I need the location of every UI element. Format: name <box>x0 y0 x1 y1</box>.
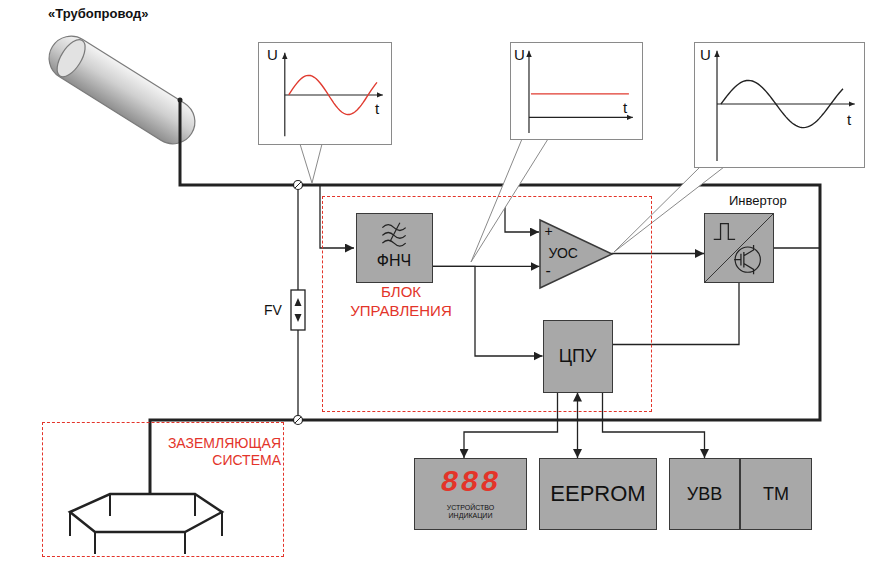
symbol <box>705 214 773 282</box>
region-title: БЛОК УПРАВЛЕНИЯ <box>345 283 457 321</box>
pulse-symbol <box>714 224 735 240</box>
display-box: 888УСТРОЙСТВО ИНДИКАЦИИ <box>414 458 527 530</box>
block-name: УВВ <box>687 484 722 505</box>
io-box: УВВ <box>669 458 740 530</box>
symbol <box>259 43 391 144</box>
amplifier-triangle: + УОС- <box>540 220 612 288</box>
block-name: ЦПУ <box>559 346 597 367</box>
axis <box>529 117 633 118</box>
axis-label: U <box>514 46 525 63</box>
inverter-box: Инвертор <box>704 213 774 283</box>
callout-tail <box>300 144 322 183</box>
axis <box>716 51 717 161</box>
control-unit-region: БЛОК УПРАВЛЕНИЯ ФНЧ + УОС- ЦПУ <box>322 196 652 412</box>
filter-symbol <box>382 240 405 246</box>
drawing-part <box>52 35 91 81</box>
block-name: ФНЧ <box>377 252 411 270</box>
input-sign: - <box>546 262 551 280</box>
block-name: УСТРОЙСТВО ИНДИКАЦИИ <box>434 504 508 520</box>
waveform-callout: Ut <box>510 42 643 140</box>
waveform <box>289 75 377 114</box>
display-digits: 888 <box>440 468 500 498</box>
region-title: ЗАЗЕМЛЯЮЩАЯ СИСТЕМА <box>156 435 281 469</box>
axis-label: U <box>267 46 278 63</box>
signal-connector <box>464 393 558 459</box>
waveform <box>531 93 629 94</box>
drawing-part <box>294 181 303 190</box>
drawing-part <box>295 417 301 423</box>
axis-label: U <box>700 46 711 63</box>
signal-connector <box>612 253 705 254</box>
signal-connector <box>603 393 705 459</box>
cpu-box: ЦПУ <box>543 320 613 393</box>
axis-label: t <box>623 99 627 116</box>
sense-wire <box>320 185 354 248</box>
amplifier-shape <box>540 220 612 288</box>
symbol <box>511 43 642 139</box>
block-name: УОС <box>549 245 578 261</box>
block-name: EEPROM <box>550 481 645 507</box>
filter-symbol <box>390 222 400 240</box>
waveform <box>721 80 843 127</box>
memory-box: EEPROM <box>539 458 657 530</box>
telemetry-box: ТМ <box>740 458 812 530</box>
signal-connector <box>613 283 740 345</box>
signal-connector <box>577 393 578 459</box>
component-label: FV <box>264 302 282 318</box>
drawing-part <box>294 416 303 425</box>
drawing-part <box>70 494 222 554</box>
pipeline-label: «Трубопровод» <box>48 6 148 21</box>
axis <box>717 103 855 104</box>
drawing-part <box>70 494 222 532</box>
inverter-output-wire <box>774 247 820 249</box>
axis-label: t <box>847 111 851 128</box>
symbol <box>695 43 864 167</box>
input-sign: + <box>545 223 553 239</box>
surge-arrester-arrow <box>295 314 302 322</box>
surge-arrester-arrow <box>295 298 302 306</box>
callout-tail <box>471 139 548 262</box>
block-name: ТМ <box>763 484 789 505</box>
axis-label: t <box>375 100 379 117</box>
transistor-symbol <box>734 245 753 274</box>
waveform-callout: Ut <box>258 42 392 145</box>
surge-arrester <box>291 290 305 330</box>
symbol <box>357 214 432 282</box>
drawing-part <box>295 182 301 188</box>
inverter-symbol <box>705 214 773 282</box>
filter-box: ФНЧ <box>356 213 433 283</box>
block-heading: Инвертор <box>729 193 787 208</box>
grounding-region: ЗАЗЕМЛЯЮЩАЯ СИСТЕМА <box>42 422 284 557</box>
junction <box>294 181 303 425</box>
filter-symbol <box>382 224 405 230</box>
grounding-electrodes <box>70 494 222 554</box>
axis <box>528 51 529 133</box>
waveform-callout: Ut <box>694 42 865 168</box>
